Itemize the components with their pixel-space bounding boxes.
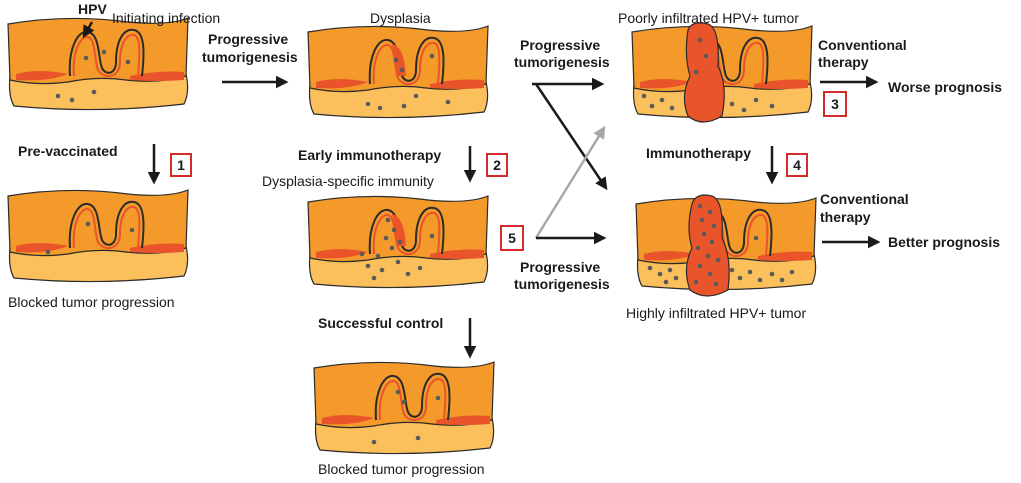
label-progressive-tumorigenesis-3a: Progressive	[520, 259, 600, 275]
badge-4-number: 4	[793, 157, 801, 173]
label-progressive-tumorigenesis-2a: Progressive	[520, 37, 600, 53]
badge-3: 3	[823, 91, 847, 117]
label-progressive-tumorigenesis-1b: tumorigenesis	[202, 49, 298, 65]
label-conventional-therapy-2a: Conventional	[820, 191, 909, 207]
tissue-poorly-infiltrated	[631, 22, 813, 123]
badge-3-number: 3	[831, 96, 839, 112]
badge-4: 4	[786, 153, 808, 177]
label-blocked-progression-2: Blocked tumor progression	[318, 461, 485, 477]
badge-2: 2	[486, 153, 508, 177]
tissue-highly-infiltrated	[635, 194, 817, 297]
label-conventional-therapy-1a: Conventional	[818, 37, 907, 53]
hpv-pointer-arrow	[82, 21, 95, 39]
label-hpv: HPV	[78, 1, 107, 17]
badge-1: 1	[170, 153, 192, 177]
label-immunotherapy: Immunotherapy	[646, 145, 751, 161]
label-conventional-therapy-1b: therapy	[818, 54, 869, 70]
label-conventional-therapy-2b: therapy	[820, 209, 871, 225]
arrow-grey-to-poorly	[534, 125, 606, 239]
label-highly-infiltrated: Highly infiltrated HPV+ tumor	[626, 305, 806, 321]
label-blocked-progression-1: Blocked tumor progression	[8, 294, 175, 310]
label-pre-vaccinated: Pre-vaccinated	[18, 143, 118, 159]
label-early-immunotherapy: Early immunotherapy	[298, 147, 441, 163]
label-progressive-tumorigenesis-3b: tumorigenesis	[514, 276, 610, 292]
tissue-dysplasia	[307, 25, 489, 119]
tissue-early-immunotherapy	[307, 195, 489, 289]
badge-5: 5	[500, 225, 524, 251]
tissue-successful-control	[313, 361, 495, 455]
label-successful-control: Successful control	[318, 315, 443, 331]
label-progressive-tumorigenesis-2b: tumorigenesis	[514, 54, 610, 70]
label-progressive-tumorigenesis-1a: Progressive	[208, 31, 288, 47]
label-dysplasia: Dysplasia	[370, 10, 431, 26]
label-initiating-infection: Initiating infection	[112, 10, 220, 26]
badge-5-number: 5	[508, 230, 516, 246]
arrow-dysplasia-to-highly	[534, 83, 608, 191]
label-worse-prognosis: Worse prognosis	[888, 79, 1002, 95]
tissue-initiating-infection	[7, 17, 189, 111]
label-dysplasia-specific-immunity: Dysplasia-specific immunity	[262, 173, 434, 189]
tissue-pre-vaccinated	[7, 189, 189, 283]
badge-2-number: 2	[493, 157, 501, 173]
label-poorly-infiltrated: Poorly infiltrated HPV+ tumor	[618, 10, 799, 26]
badge-1-number: 1	[177, 157, 185, 173]
label-better-prognosis: Better prognosis	[888, 234, 1000, 250]
